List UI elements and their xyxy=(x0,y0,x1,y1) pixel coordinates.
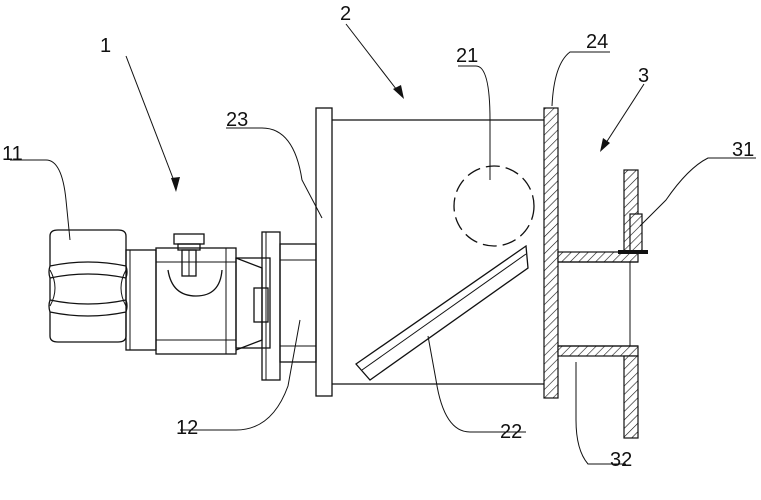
hatched-wall-24 xyxy=(543,107,559,399)
label-32: 32 xyxy=(610,449,632,471)
label-11: 11 xyxy=(2,143,23,165)
leader-24 xyxy=(551,51,610,107)
leader-3 xyxy=(603,83,645,147)
leader-12 xyxy=(180,319,301,431)
part-1-assembly xyxy=(48,229,317,381)
pipe-bottom-wall xyxy=(557,345,639,357)
valve-body-12 xyxy=(125,231,317,381)
label-2: 2 xyxy=(340,3,351,25)
leader-lines xyxy=(10,23,756,465)
label-3: 3 xyxy=(638,65,649,87)
labels: 1 11 12 2 21 22 23 24 3 31 32 xyxy=(2,3,754,471)
label-1: 1 xyxy=(100,35,111,57)
leader-11 xyxy=(10,159,71,241)
flange-lower xyxy=(623,355,639,439)
leader-1 xyxy=(125,55,177,187)
leader-22 xyxy=(427,335,526,433)
leader-32 xyxy=(575,362,626,465)
hex-nut-11 xyxy=(48,229,128,343)
label-24: 24 xyxy=(586,31,608,53)
leader-21 xyxy=(458,65,491,180)
leader-2 xyxy=(345,23,401,95)
label-23: 23 xyxy=(226,109,248,131)
label-12: 12 xyxy=(176,417,198,439)
leader-31 xyxy=(639,157,756,227)
part-2-main-body xyxy=(315,107,559,399)
leader-23 xyxy=(226,127,323,219)
dashed-circle-21 xyxy=(453,165,535,247)
inclined-plate-22 xyxy=(355,244,529,381)
label-22: 22 xyxy=(500,421,522,443)
part-3-outlet xyxy=(557,169,648,439)
flange-23 xyxy=(315,107,333,397)
label-31: 31 xyxy=(732,139,754,161)
label-21: 21 xyxy=(456,45,478,67)
